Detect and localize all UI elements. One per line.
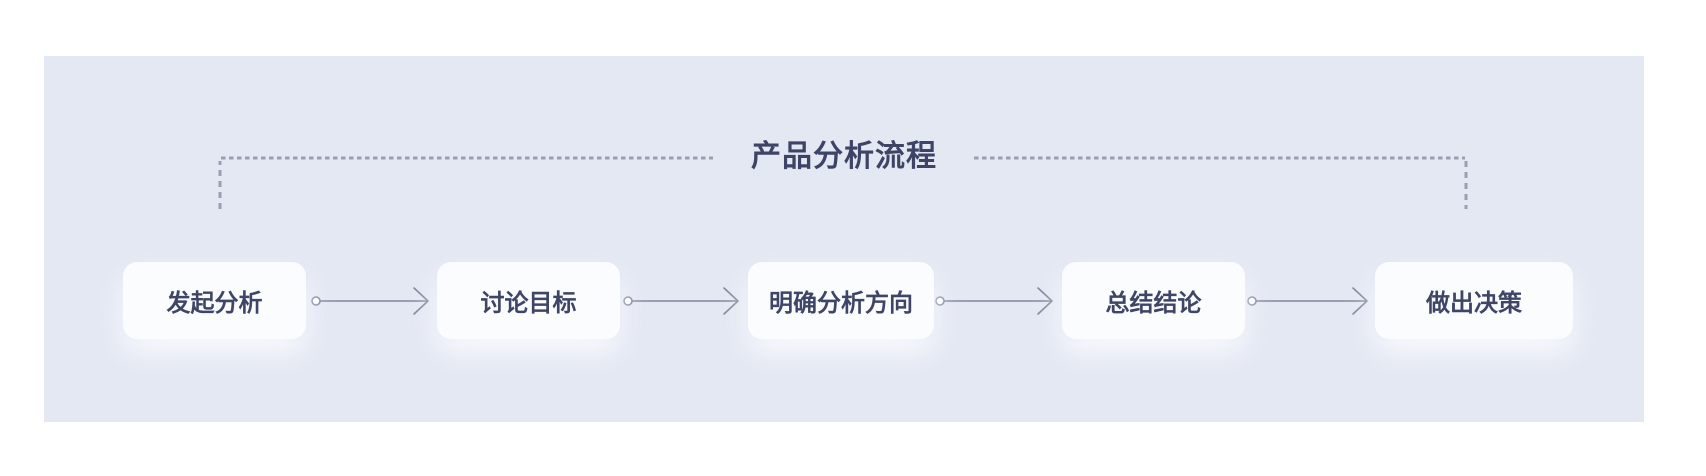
flow-node-5: 做出决策	[1375, 262, 1573, 339]
flow-node-3: 明确分析方向	[748, 262, 934, 339]
flow-node-4: 总结结论	[1062, 262, 1245, 339]
flow-node-2: 讨论目标	[437, 262, 620, 339]
flow-node-3-label: 明确分析方向	[769, 290, 913, 317]
flow-node-1: 发起分析	[123, 262, 306, 339]
flow-node-2-label: 讨论目标	[480, 290, 577, 317]
flow-node-5-label: 做出决策	[1426, 290, 1522, 317]
diagram-title: 产品分析流程	[751, 140, 937, 173]
flow-diagram-panel	[44, 56, 1644, 422]
flow-node-1-label: 发起分析	[166, 290, 263, 317]
flow-node-4-label: 总结结论	[1105, 290, 1202, 317]
